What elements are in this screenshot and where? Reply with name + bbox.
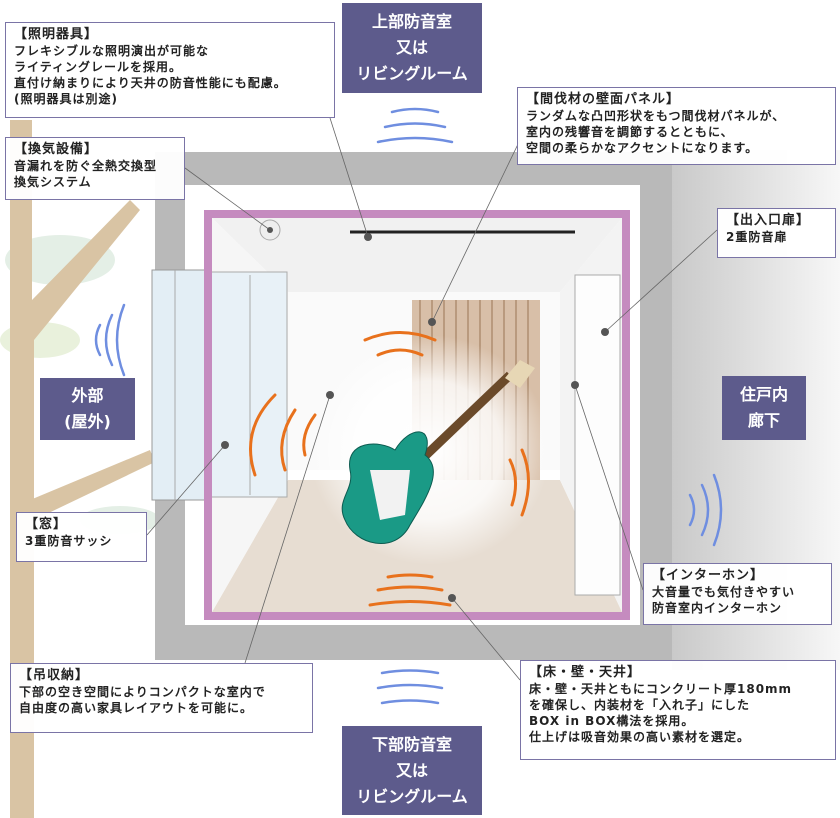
note-line: ライティングレールを採用。: [14, 60, 183, 74]
note-line: 空間の柔らかなアクセントになります。: [526, 141, 759, 155]
badge-line: リビングルーム: [356, 64, 468, 83]
wall-panel-note: 【間伐材の壁面パネル】 ランダムな凸凹形状をもつ間伐材パネルが、室内の残響音を調…: [517, 87, 836, 165]
note-line: 大音量でも気付きやすい: [652, 585, 796, 599]
note-line: BOX in BOX構法を採用。: [529, 714, 695, 728]
note-title: 【照明器具】: [14, 27, 99, 42]
corridor-badge: 住戸内廊下: [722, 376, 806, 440]
sound-leak-waves: [94, 107, 723, 705]
note-line: 3重防音サッシ: [25, 534, 113, 548]
note-line: 室内の残響音を調節するとともに、: [526, 125, 734, 139]
note-title: 【換気設備】: [14, 142, 99, 157]
badge-line: 又は: [395, 38, 428, 57]
badge-line: (屋外): [64, 412, 111, 431]
note-title: 【インターホン】: [652, 568, 765, 583]
badge-line: 住戸内: [739, 385, 788, 404]
guitar: [341, 360, 535, 544]
note-line: 音漏れを防ぐ全熱交換型: [14, 159, 158, 173]
upper-room-badge: 上部防音室又はリビングルーム: [342, 3, 482, 93]
note-line: 防音室内インターホン: [652, 601, 783, 615]
badge-line: リビングルーム: [356, 786, 468, 806]
note-line: 自由度の高い家具レイアウトを可能に。: [19, 701, 254, 715]
outside-badge: 外部 (屋外): [40, 378, 135, 440]
note-title: 【間伐材の壁面パネル】: [526, 92, 681, 107]
box-in-box-frame: [204, 210, 630, 620]
note-line: 換気システム: [14, 175, 92, 189]
window-note: 【窓】 3重防音サッシ: [16, 512, 147, 562]
badge-line: 外部: [71, 386, 104, 405]
ventilation-note: 【換気設備】 音漏れを防ぐ全熱交換型換気システム: [5, 137, 185, 200]
note-line: を確保し、内装材を「入れ子」にした: [529, 698, 751, 712]
sound-waves: [249, 331, 530, 607]
note-line: 直付け納まりにより天井の防音性能にも配慮。: [14, 76, 287, 90]
note-title: 【吊収納】: [19, 668, 90, 683]
note-line: 床・壁・天井ともにコンクリート厚180mm: [529, 682, 793, 696]
lower-room-badge: 下部防音室又はリビングルーム: [342, 726, 482, 815]
note-line: 下部の空き空間によりコンパクトな室内で: [19, 685, 266, 699]
badge-line: 又は: [395, 760, 428, 780]
note-line: フレキシブルな照明演出が可能な: [14, 44, 210, 58]
badge-line: 上部防音室: [371, 12, 452, 31]
floor-wall-ceiling-note: 【床・壁・天井】 床・壁・天井ともにコンクリート厚180mm を確保し、内装材を「…: [520, 660, 836, 760]
door-note: 【出入口扉】 2重防音扉: [717, 208, 836, 258]
note-line: 仕上げは吸音効果の高い素材を選定。: [529, 730, 751, 744]
leader-lines: [146, 117, 718, 681]
door: [574, 274, 621, 596]
badge-line: 廊下: [747, 411, 780, 430]
note-line: 2重防音扉: [726, 230, 788, 244]
note-line: (照明器具は別途): [14, 92, 118, 106]
note-line: ランダムな凸凹形状をもつ間伐材パネルが、: [526, 109, 786, 123]
intercom-note: 【インターホン】 大音量でも気付きやすい防音室内インターホン: [643, 563, 832, 625]
storage-note: 【吊収納】 下部の空き空間によりコンパクトな室内で自由度の高い家具レイアウトを可…: [10, 663, 313, 733]
window-sash: [151, 269, 288, 501]
note-title: 【床・壁・天井】: [529, 665, 642, 680]
note-title: 【窓】: [25, 517, 68, 532]
lighting-note: 【照明器具】 フレキシブルな照明演出が可能なライティングレールを採用。直付け納ま…: [5, 22, 335, 118]
note-title: 【出入口扉】: [726, 213, 811, 228]
badge-line: 下部防音室: [371, 734, 452, 754]
